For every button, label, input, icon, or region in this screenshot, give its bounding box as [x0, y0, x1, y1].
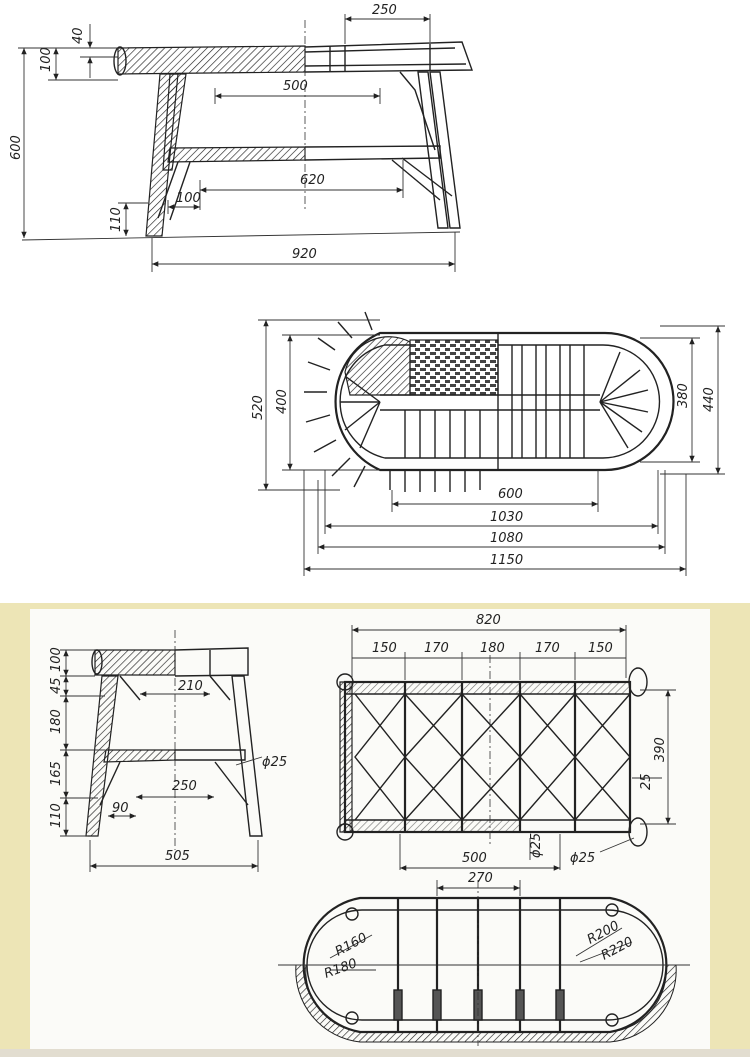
- dim-label: 210: [178, 679, 203, 694]
- top-drawing: 250 40 100 500 600 620 100 110 920: [9, 3, 725, 576]
- dim-label: 90: [112, 801, 129, 816]
- bottom-frame-view: 820 150 170 180 170 150 390 25 500 ϕ25 ϕ…: [336, 613, 676, 870]
- dim-label: 150: [372, 641, 397, 656]
- dim-label: 920: [292, 247, 317, 262]
- dim-label: 45: [49, 677, 64, 694]
- dim-label: 100: [39, 47, 54, 72]
- dim-label: 500: [283, 79, 308, 94]
- bottom-strip: [0, 1049, 750, 1057]
- dim-label: 150: [588, 641, 613, 656]
- dim-label: 110: [49, 803, 64, 828]
- dim-label: R160: [333, 930, 370, 959]
- dim-label: 1150: [490, 553, 523, 568]
- bottom-drawing: 100 45 180 165 110 210 ϕ25 250 90 505: [49, 613, 690, 1046]
- dim-label: 110: [109, 207, 124, 232]
- dim-label: 250: [372, 3, 397, 18]
- bottom-side-view: 100 45 180 165 110 210 ϕ25 250 90 505: [49, 630, 287, 872]
- dim-label: 1080: [490, 531, 523, 546]
- dim-label: 165: [49, 761, 64, 786]
- dim-label: 390: [653, 737, 668, 762]
- dim-label: ϕ25: [262, 755, 287, 770]
- dim-label: 100: [49, 647, 64, 672]
- dim-label: R180: [322, 956, 359, 982]
- dim-label: 170: [535, 641, 560, 656]
- dim-label: 600: [9, 135, 24, 160]
- dim-label: 505: [165, 849, 190, 864]
- dim-label: 820: [476, 613, 501, 628]
- dim-label: 400: [275, 389, 290, 414]
- top-side-view: 250 40 100 500 600 620 100 110 920: [9, 3, 473, 272]
- dim-label: 180: [480, 641, 505, 656]
- dim-label: 170: [424, 641, 449, 656]
- dim-label: 100: [176, 191, 201, 206]
- dim-label: 250: [172, 779, 197, 794]
- bottom-oval-view: 270 R160 R180 R200 R220: [278, 865, 690, 1046]
- dim-label: 40: [71, 27, 86, 44]
- top-plan-view: 520 400 380 440 600 1030 1080 1150: [251, 311, 725, 576]
- dim-label: 600: [498, 487, 523, 502]
- bottom-sheet: 100 45 180 165 110 210 ϕ25 250 90 505: [30, 609, 710, 1049]
- dim-label: 270: [468, 871, 493, 886]
- dim-label: 520: [251, 395, 266, 420]
- dim-label: ϕ25: [529, 833, 544, 858]
- dim-label: 25: [639, 773, 654, 790]
- dim-label: 440: [702, 387, 717, 412]
- dim-label: 500: [462, 851, 487, 866]
- dim-label: 180: [49, 709, 64, 734]
- dim-label: 620: [300, 173, 325, 188]
- bottom-panel: 100 45 180 165 110 210 ϕ25 250 90 505: [0, 603, 750, 1057]
- top-panel: 250 40 100 500 600 620 100 110 920: [9, 3, 725, 576]
- dim-label: ϕ25: [570, 851, 595, 866]
- dim-label: 380: [676, 383, 691, 408]
- dim-label: 1030: [490, 510, 523, 525]
